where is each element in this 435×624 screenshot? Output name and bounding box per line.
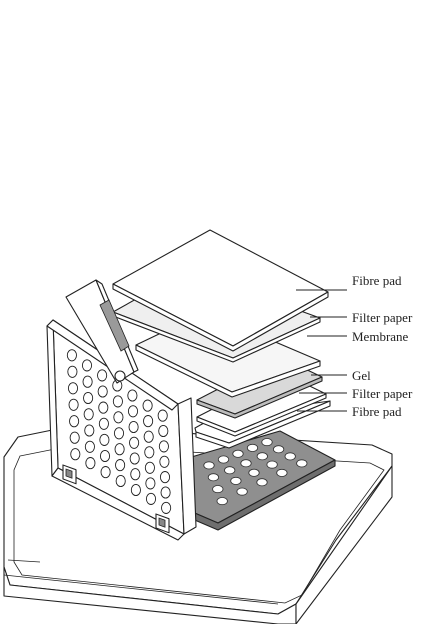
cassette-base-holes xyxy=(203,438,308,506)
cassette-front-holes xyxy=(66,349,172,514)
perforation-hole xyxy=(83,391,94,405)
perforation-hole xyxy=(160,486,171,499)
label-membrane: Membrane xyxy=(352,329,409,344)
perforation-hole xyxy=(144,461,155,474)
perforation-hole xyxy=(203,461,215,470)
perforation-hole xyxy=(232,449,244,458)
callout-lines xyxy=(296,289,347,412)
perforation-hole xyxy=(66,349,77,362)
perforation-hole xyxy=(82,375,93,388)
perforation-hole xyxy=(207,473,219,482)
perforation-hole xyxy=(113,411,124,424)
perforation-hole xyxy=(84,424,95,437)
label-gel: Gel xyxy=(352,368,371,383)
perforation-hole xyxy=(115,474,126,488)
perforation-hole xyxy=(224,466,236,475)
perforation-hole xyxy=(84,440,95,453)
perforation-hole xyxy=(69,415,80,428)
perforation-hole xyxy=(128,420,139,434)
perforation-hole xyxy=(97,369,108,382)
perforation-hole xyxy=(296,459,308,468)
perforation-hole xyxy=(143,430,154,443)
sandwich-layers xyxy=(112,229,331,449)
perforation-hole xyxy=(69,431,80,444)
perforation-hole xyxy=(240,459,252,468)
perforation-hole xyxy=(112,395,123,408)
perforation-hole xyxy=(248,468,260,477)
perforation-hole xyxy=(144,446,155,459)
perforation-hole xyxy=(70,448,81,461)
perforation-hole xyxy=(261,438,273,447)
perforation-hole xyxy=(145,492,157,505)
perforation-hole xyxy=(217,455,230,464)
perforation-hole xyxy=(266,460,278,469)
perforation-hole xyxy=(216,497,228,506)
perforation-hole xyxy=(67,365,78,378)
perforation-hole xyxy=(230,476,242,485)
perforation-hole xyxy=(272,445,285,454)
label-filter-paper-bottom: Filter paper xyxy=(352,386,413,401)
label-filter-paper-top: Filter paper xyxy=(352,310,413,325)
label-fibre-pad-bottom: Fibre pad xyxy=(352,404,402,419)
perforation-hole xyxy=(130,483,141,497)
perforation-hole xyxy=(68,398,79,411)
perforation-hole xyxy=(236,487,248,496)
perforation-hole xyxy=(158,424,169,438)
perforation-hole xyxy=(161,501,172,514)
perforation-hole xyxy=(114,443,125,456)
perforation-hole xyxy=(159,455,170,468)
cassette-front-right-edge xyxy=(177,397,197,535)
perforation-hole xyxy=(256,478,268,487)
perforation-hole xyxy=(100,466,111,479)
perforation-hole xyxy=(98,401,109,414)
tank-right-wall xyxy=(295,465,393,624)
perforation-hole xyxy=(127,405,139,418)
callout-labels: Fibre pad Filter paper Membrane Gel Filt… xyxy=(352,273,413,419)
latch-arm-stripe xyxy=(99,299,130,352)
perforation-hole xyxy=(142,399,153,412)
perforation-hole xyxy=(145,477,156,490)
perforation-hole xyxy=(85,457,96,470)
latch-pivot xyxy=(114,370,126,382)
perforation-hole xyxy=(143,415,154,428)
perforation-hole xyxy=(97,385,108,398)
perforation-hole xyxy=(99,449,111,463)
perforation-hole xyxy=(130,468,141,481)
perforation-hole xyxy=(276,468,288,477)
cassette-foot-clip-left xyxy=(62,464,77,485)
tank-front-line xyxy=(3,574,279,605)
perforation-hole xyxy=(212,485,224,494)
perforation-hole xyxy=(129,452,140,465)
perforation-hole xyxy=(246,443,259,452)
cassette-latch xyxy=(65,279,139,384)
layer-fibre-pad-top xyxy=(112,229,329,352)
perforation-hole xyxy=(159,471,171,484)
perforation-hole xyxy=(98,417,109,430)
perforation-hole xyxy=(284,452,296,461)
cassette-foot-clip-right xyxy=(155,513,170,534)
perforation-hole xyxy=(158,440,169,453)
perforation-hole xyxy=(81,359,93,372)
perforation-hole xyxy=(115,459,126,472)
perforation-hole xyxy=(256,452,268,461)
perforation-hole xyxy=(113,427,125,440)
perforation-hole xyxy=(157,409,168,422)
label-fibre-pad-top: Fibre pad xyxy=(352,273,402,288)
perforation-hole xyxy=(99,433,110,446)
perforation-hole xyxy=(129,436,140,449)
tank-front-line-2 xyxy=(7,559,41,563)
perforation-hole xyxy=(127,389,138,402)
perforation-hole xyxy=(67,382,79,395)
perforation-hole xyxy=(83,408,94,421)
